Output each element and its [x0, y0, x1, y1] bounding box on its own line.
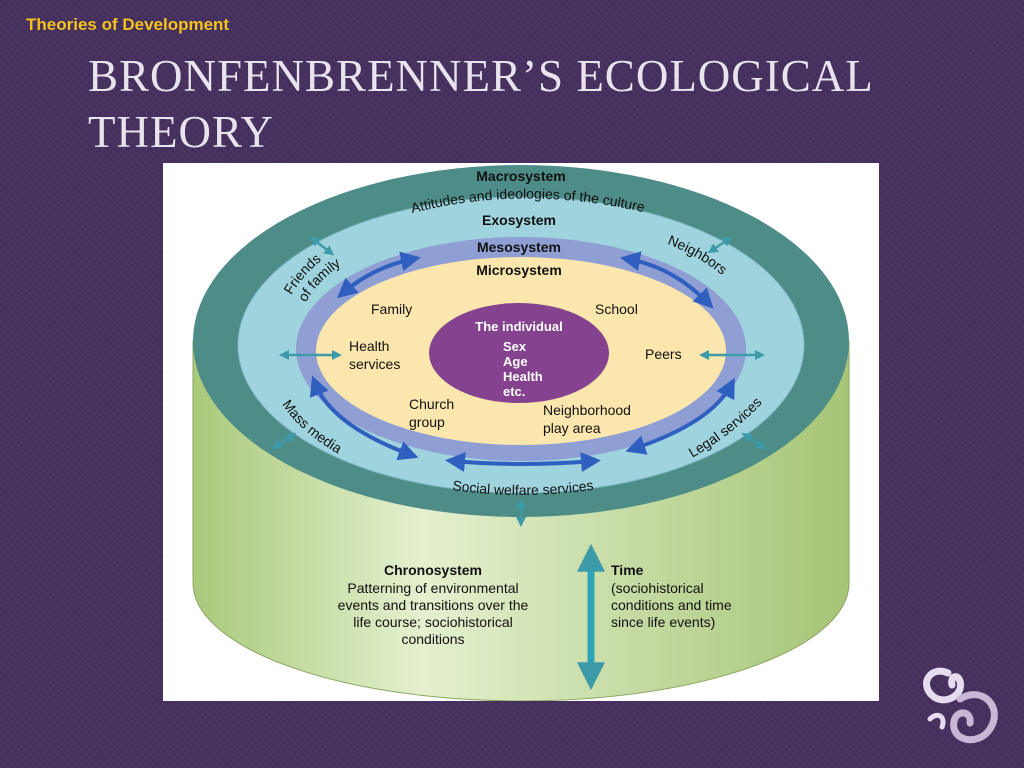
connector-arrow-top-right — [707, 236, 733, 254]
individual-trait-sex: Sex — [503, 339, 527, 354]
time-line-1: (sociohistorical — [611, 580, 704, 596]
chronosystem-line-4: conditions — [401, 631, 464, 647]
slide-title: Bronfenbrenner’s Ecological Theory — [88, 51, 873, 157]
connector-arrow-bottom-left — [271, 432, 297, 450]
time-line-2: conditions and time — [611, 597, 732, 613]
micro-item-neighborhood-2: play area — [543, 420, 601, 436]
meso-arrow-top-left — [336, 251, 421, 299]
individual-trait-age: Age — [503, 354, 528, 369]
chronosystem-line-2: events and transitions over the — [338, 597, 529, 613]
micro-item-family: Family — [371, 301, 412, 317]
chronosystem-line-3: life course; sociohistorical — [353, 614, 513, 630]
micro-item-school: School — [595, 301, 638, 317]
meso-arrow-left — [309, 375, 419, 461]
connector-arrow-bottom-right — [741, 432, 767, 450]
individual-trait-health: Health — [503, 369, 543, 384]
exo-item-social-welfare: Social welfare services — [452, 477, 595, 498]
section-label: Theories of Development — [26, 15, 230, 34]
connector-arrow-top-left — [309, 236, 335, 256]
micro-item-church-group: Church — [409, 396, 454, 412]
microsystem-label: Microsystem — [476, 262, 562, 278]
mesosystem-label: Mesosystem — [477, 239, 561, 255]
individual-circle — [429, 303, 609, 403]
time-label: Time — [611, 562, 644, 578]
chronosystem-line-1: Patterning of environmental — [347, 580, 518, 596]
individual-label: The individual — [475, 319, 562, 334]
time-line-3: since life events) — [611, 614, 715, 630]
micro-item-peers: Peers — [645, 346, 682, 362]
ornament-icon — [923, 667, 998, 744]
meso-arrow-bottom — [445, 452, 601, 473]
meso-arrow-right — [625, 377, 735, 455]
ecological-diagram: Macrosystem Attitudes and ideologies of … — [163, 163, 879, 701]
meso-arrow-top-right — [620, 251, 714, 309]
individual-trait-etc: etc. — [503, 384, 525, 399]
micro-item-church-group-2: group — [409, 414, 445, 430]
micro-item-neighborhood: Neighborhood — [543, 402, 631, 418]
micro-item-health-services-2: services — [349, 356, 400, 372]
chronosystem-label: Chronosystem — [384, 562, 482, 578]
macrosystem-label: Macrosystem — [476, 168, 566, 184]
exosystem-label: Exosystem — [482, 212, 556, 228]
micro-item-health-services: Health — [349, 338, 389, 354]
